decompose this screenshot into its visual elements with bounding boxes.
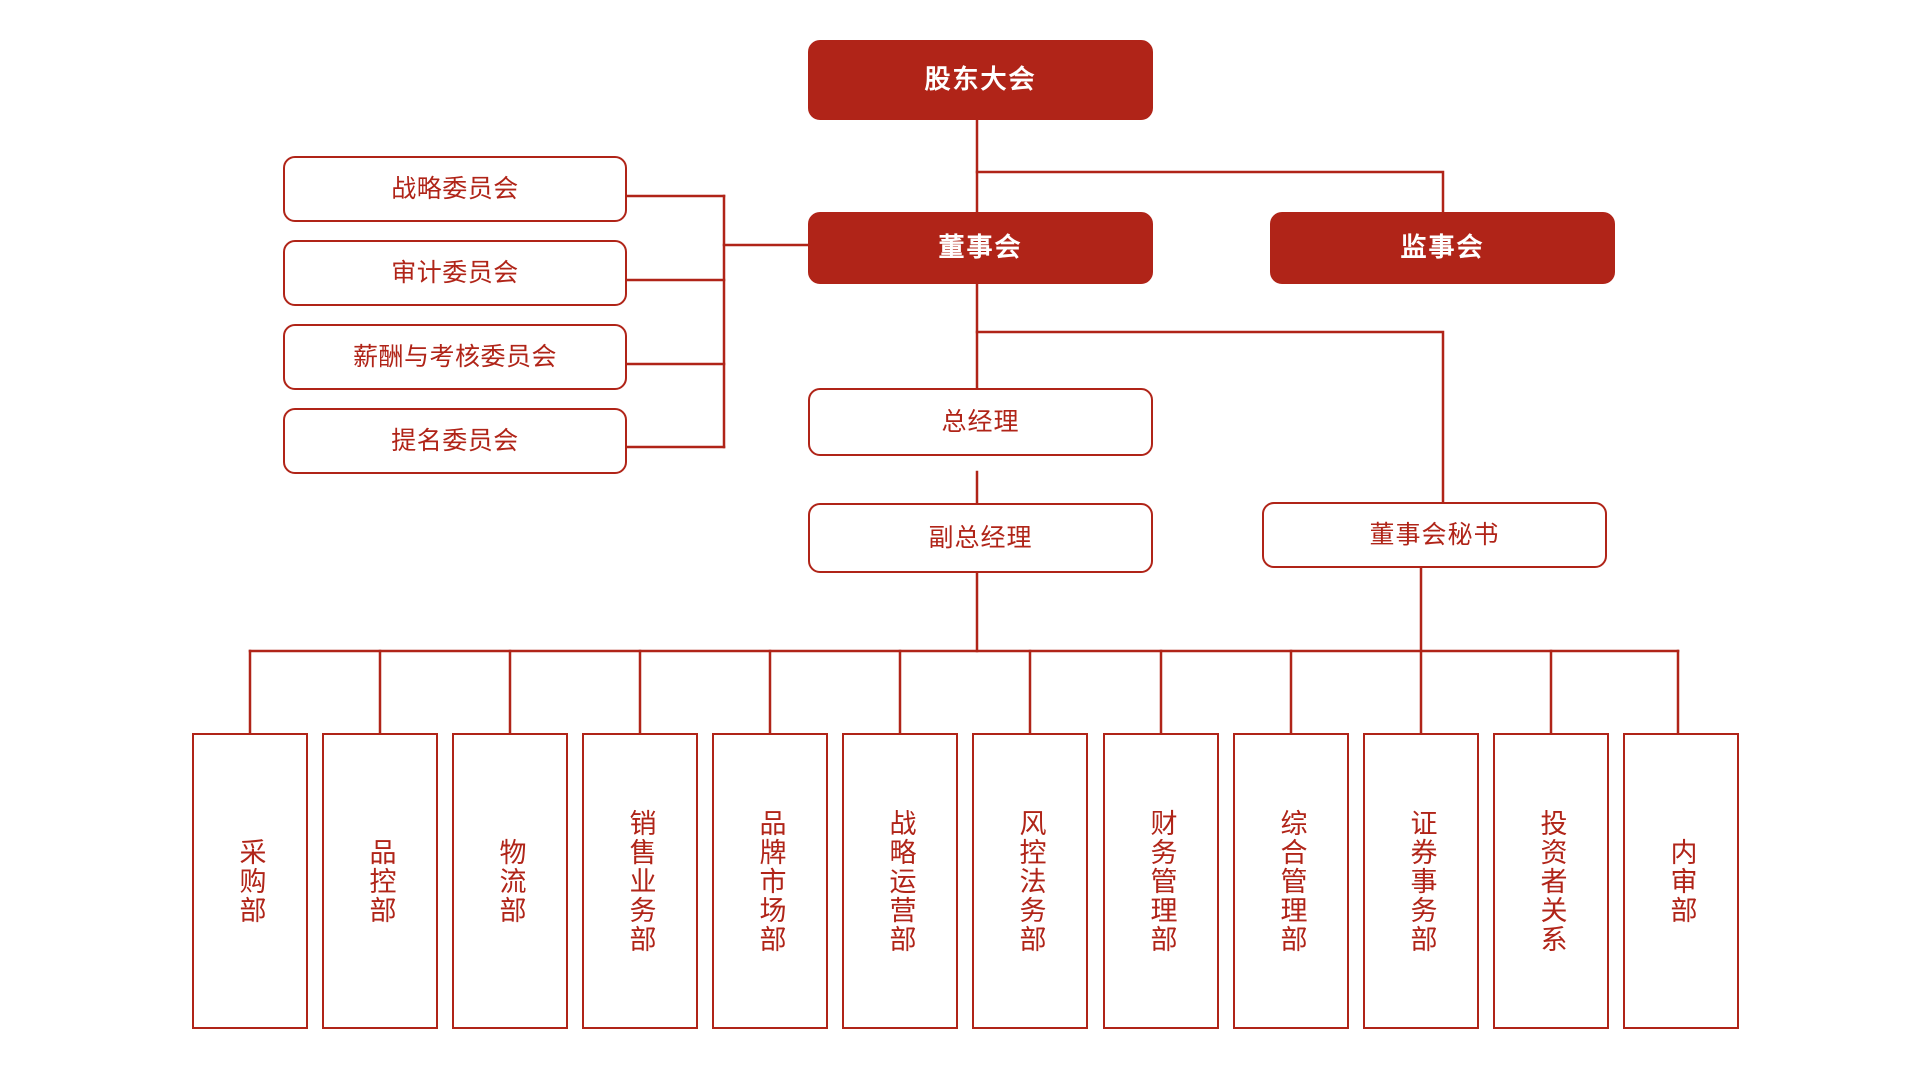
node-department-securities-affairs[interactable]: 证券事务部 <box>1363 733 1479 1029</box>
node-label: 股东大会 <box>924 64 1037 95</box>
node-nomination-committee[interactable]: 提名委员会 <box>283 408 627 474</box>
node-department-strategic-operations[interactable]: 战略运营部 <box>842 733 958 1029</box>
node-label: 董事会秘书 <box>1369 520 1500 549</box>
node-label: 综合管理部 <box>1276 808 1307 954</box>
node-label: 采购部 <box>235 837 266 925</box>
node-strategy-committee[interactable]: 战略委员会 <box>283 156 627 222</box>
node-label: 证券事务部 <box>1406 808 1437 954</box>
node-department-risk-legal[interactable]: 风控法务部 <box>972 733 1088 1029</box>
node-label: 监事会 <box>1400 232 1485 263</box>
node-label: 薪酬与考核委员会 <box>352 342 557 371</box>
node-audit-committee[interactable]: 审计委员会 <box>283 240 627 306</box>
node-department-procurement[interactable]: 采购部 <box>192 733 308 1029</box>
node-label: 审计委员会 <box>391 258 519 287</box>
node-label: 战略运营部 <box>885 808 916 954</box>
edge-shareholders-to-supervisors <box>975 170 1445 214</box>
node-label: 品牌市场部 <box>755 808 786 954</box>
node-label: 财务管理部 <box>1146 808 1177 954</box>
node-label: 品控部 <box>365 837 396 925</box>
node-label: 战略委员会 <box>391 174 519 203</box>
node-department-quality-control[interactable]: 品控部 <box>322 733 438 1029</box>
node-label: 内审部 <box>1666 837 1697 925</box>
node-label: 物流部 <box>495 837 526 925</box>
node-shareholders-meeting[interactable]: 股东大会 <box>808 40 1153 120</box>
node-department-logistics[interactable]: 物流部 <box>452 733 568 1029</box>
node-label: 副总经理 <box>928 523 1033 552</box>
node-label: 投资者关系 <box>1536 808 1567 954</box>
node-department-investor-relations[interactable]: 投资者关系 <box>1493 733 1609 1029</box>
node-label: 董事会 <box>938 232 1023 263</box>
node-department-internal-audit[interactable]: 内审部 <box>1623 733 1739 1029</box>
node-board-secretary[interactable]: 董事会秘书 <box>1262 502 1607 568</box>
node-board-of-supervisors[interactable]: 监事会 <box>1270 212 1615 284</box>
node-board-of-directors[interactable]: 董事会 <box>808 212 1153 284</box>
node-general-manager[interactable]: 总经理 <box>808 388 1153 456</box>
node-label: 风控法务部 <box>1015 808 1046 954</box>
node-label: 销售业务部 <box>625 808 656 954</box>
node-department-sales[interactable]: 销售业务部 <box>582 733 698 1029</box>
node-label: 提名委员会 <box>391 426 519 455</box>
node-department-finance[interactable]: 财务管理部 <box>1103 733 1219 1029</box>
node-deputy-general-manager[interactable]: 副总经理 <box>808 503 1153 573</box>
node-department-general-admin[interactable]: 综合管理部 <box>1233 733 1349 1029</box>
node-department-brand-marketing[interactable]: 品牌市场部 <box>712 733 828 1029</box>
node-label: 总经理 <box>941 407 1020 436</box>
node-compensation-committee[interactable]: 薪酬与考核委员会 <box>283 324 627 390</box>
